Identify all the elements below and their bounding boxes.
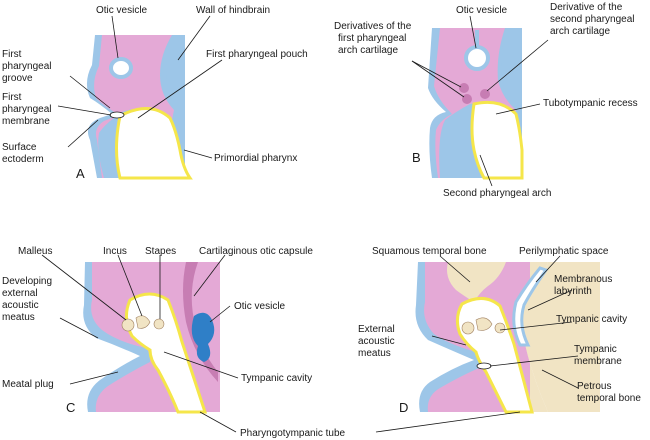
panel-b-letter: B [412, 150, 421, 165]
panel-c-stapes [153, 318, 165, 330]
panel-b-tubotympanic-endoderm [470, 100, 524, 180]
label-c-stapes: Stapes [145, 246, 176, 257]
label-d-squamous-bone: Squamous temporal bone [372, 246, 487, 257]
panel-c-incus [135, 315, 151, 329]
label-d-meatus-1: External [358, 324, 395, 335]
label-a-primordial-pharynx: Primordial pharynx [214, 153, 297, 164]
label-d-membrane-2: membrane [574, 356, 622, 367]
label-a-first-groove-2: pharyngeal [2, 61, 51, 72]
label-b-first-arch-3: arch cartilage [338, 45, 398, 56]
label-pharyngotympanic-tube: Pharyngotympanic tube [240, 428, 346, 439]
panel-d-perilymph [512, 266, 549, 347]
panel-b-cartilage-2 [462, 94, 472, 104]
label-c-meatal-plug: Meatal plug [2, 379, 54, 390]
label-b-second-arch: Second pharyngeal arch [443, 188, 551, 199]
label-a-first-pouch: First pharyngeal pouch [206, 49, 308, 60]
label-c-otic-capsule: Cartilaginous otic capsule [199, 246, 313, 257]
panel-d: Squamous temporal bone Perilymphatic spa… [358, 246, 641, 415]
label-c-meatus-3: acoustic [2, 300, 39, 311]
panel-b: Otic vesicle Derivatives of the first ph… [334, 2, 638, 199]
panel-d-letter: D [399, 400, 408, 415]
panel-a-first-membrane [109, 111, 125, 119]
label-a-surface-ectoderm-1: Surface [2, 142, 37, 153]
panel-d-squamous-bone [447, 262, 506, 302]
label-a-first-membrane-2: pharyngeal [2, 104, 51, 115]
label-c-otic-vesicle: Otic vesicle [234, 301, 286, 312]
label-d-meatus-2: acoustic [358, 336, 395, 347]
label-b-first-arch-1: Derivatives of the [334, 21, 412, 32]
panel-b-cartilage-1 [459, 83, 469, 93]
label-d-membrane-1: Tympanic [574, 344, 617, 355]
label-a-surface-ectoderm-2: ectoderm [2, 154, 44, 165]
panel-d-stapes [494, 322, 506, 334]
label-a-first-groove-1: First [2, 49, 22, 60]
label-b-second-arch-cart-1: Derivative of the [550, 2, 623, 13]
panel-a-otic-vesicle [109, 57, 133, 79]
label-c-meatus-1: Developing [2, 276, 52, 287]
panel-d-incus [475, 317, 493, 331]
label-b-otic-vesicle: Otic vesicle [456, 5, 508, 16]
panel-c: Malleus Incus Stapes Cartilaginous otic … [2, 246, 313, 415]
label-c-incus: Incus [103, 246, 127, 257]
panel-d-petrous-bone-ext [521, 262, 600, 412]
label-d-perilymph: Perilymphatic space [519, 246, 609, 257]
panel-b-cartilage-3 [480, 89, 490, 99]
label-d-labyrinth-2: labyrinth [554, 286, 592, 297]
label-a-first-membrane-1: First [2, 92, 22, 103]
panel-a-pharynx-endoderm [115, 107, 193, 180]
label-a-otic-vesicle: Otic vesicle [96, 5, 148, 16]
panel-c-otic-capsule [183, 262, 218, 382]
panel-a: Otic vesicle Wall of hindbrain First pha… [2, 5, 308, 181]
panel-d-malleus [461, 321, 475, 335]
label-a-hindbrain-wall: Wall of hindbrain [196, 5, 270, 16]
label-d-petrous-2: temporal bone [577, 393, 641, 404]
panel-d-tympanic-membrane [476, 362, 492, 370]
label-b-second-arch-cart-3: arch cartilage [550, 26, 610, 37]
label-c-tympanic-cavity: Tympanic cavity [241, 373, 312, 384]
label-c-malleus: Malleus [18, 246, 52, 257]
panel-c-otic-vesicle [191, 312, 215, 362]
label-d-labyrinth-1: Membranous [554, 274, 612, 285]
label-b-first-arch-2: first pharyngeal [338, 33, 406, 44]
label-d-meatus-3: meatus [358, 348, 391, 359]
label-d-petrous-1: Petrous [577, 381, 611, 392]
label-c-meatus-4: meatus [2, 312, 35, 323]
label-a-first-groove-3: groove [2, 73, 33, 84]
panel-d-tympanic-cavity [455, 297, 534, 414]
label-a-first-membrane-3: membrane [2, 116, 50, 127]
label-b-tubotympanic: Tubotympanic recess [543, 98, 638, 109]
label-c-meatus-2: external [2, 288, 38, 299]
panel-c-malleus [121, 318, 135, 332]
panel-a-hindbrain-wall [166, 35, 185, 112]
panel-b-otic-vesicle [464, 45, 490, 71]
shared-labels: Pharyngotympanic tube [199, 411, 521, 439]
panel-c-letter: C [66, 400, 75, 415]
label-b-second-arch-cart-2: second pharyngeal [550, 14, 635, 25]
label-d-tympanic-cavity: Tympanic cavity [556, 314, 627, 325]
panel-a-letter: A [76, 166, 85, 181]
